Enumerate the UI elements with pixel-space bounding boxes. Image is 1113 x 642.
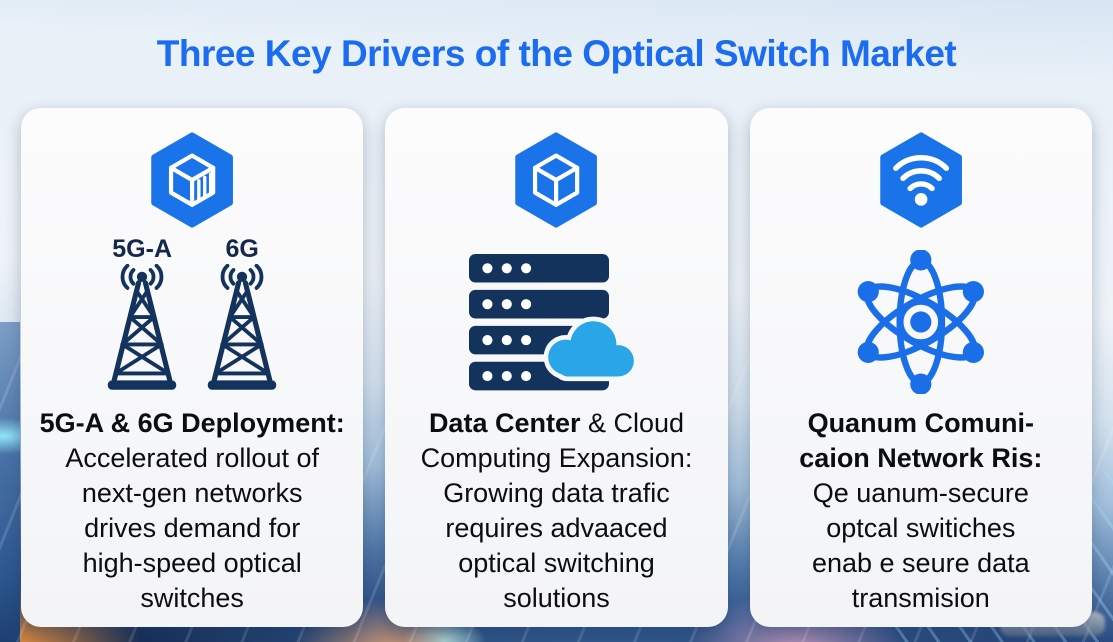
card-heading-bold: Data Center (428, 408, 581, 438)
card-5g-6g-deployment: 5G-A 6G (21, 108, 364, 627)
card-heading-bold: Quanum Comuni- caion Network Ris: (799, 408, 1043, 473)
card-heading: 5G-A & 6G Deployment: (40, 406, 345, 441)
card-body-text: Growing data trafic requires advaaced op… (443, 478, 670, 613)
card-heading: Quanum Comuni- caion Network Ris: (799, 406, 1042, 476)
card-heading-bold: 5G-A & 6G Deployment: (39, 408, 345, 438)
tower-label-6g: 6G (225, 235, 259, 263)
hexagon-cube-stripes-icon (151, 132, 234, 228)
page-title: Three Key Drivers of the Optical Switch … (156, 33, 957, 74)
hexagon-wifi-icon (879, 132, 962, 228)
card-heading: Data Center & Cloud Computing Expansion: (421, 406, 693, 476)
radio-tower-icon (107, 264, 177, 390)
twin-radio-towers-illustration: 5G-A 6G (96, 230, 288, 394)
radio-tower-icon (207, 264, 277, 390)
card-heading-rest: & Cloud Computing Expansion: (420, 408, 693, 473)
card-body-text: Qe uanum-secure optcal switiches enab e … (811, 478, 1030, 613)
card-quantum-network: Quanum Comuni- caion Network Ris: Qe uan… (749, 108, 1092, 627)
card-data-center-cloud: Data Center & Cloud Computing Expansion:… (385, 108, 728, 627)
cards-row: 5G-A 6G (21, 108, 1092, 627)
server-rack-cloud-illustration (468, 230, 644, 394)
card-body-text: Accelerated rollout of next-gen networks… (65, 443, 319, 613)
quantum-atom-network-illustration (846, 230, 996, 394)
server-rack-cloud-icon (468, 254, 639, 391)
background-left-glow-band (0, 322, 20, 642)
tower-label-5g-a: 5G-A (112, 235, 173, 263)
hexagon-cube-icon (515, 132, 598, 228)
cloud-icon (543, 316, 639, 382)
atom-network-icon (857, 250, 984, 394)
